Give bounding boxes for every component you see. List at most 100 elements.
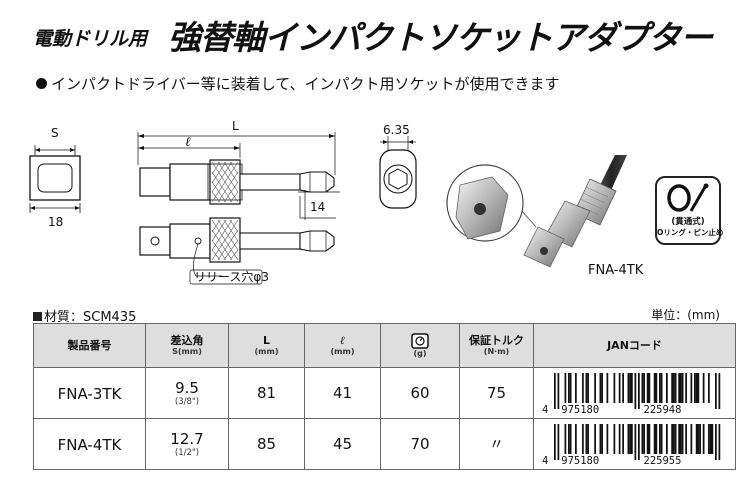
barcode-bar xyxy=(655,424,657,454)
material-label: 材質：SCM435 xyxy=(33,306,136,325)
barcode-bar xyxy=(718,373,720,409)
header-weight: (g) xyxy=(380,323,460,368)
barcode-bar xyxy=(613,373,615,403)
barcode-bar xyxy=(674,373,676,403)
barcode-digits: 225955 xyxy=(643,455,681,466)
barcode-bar xyxy=(642,373,645,403)
barcode-bar xyxy=(630,424,633,454)
barcode-bar xyxy=(679,424,682,454)
barcode-bar xyxy=(646,424,648,454)
barcode-bar xyxy=(655,373,657,403)
barcode-bar xyxy=(648,373,650,403)
barcode-bar xyxy=(606,424,608,454)
product-photo xyxy=(446,155,627,268)
cell-L: 81 xyxy=(228,367,305,419)
header-torque: 保証トルク(N·m) xyxy=(459,323,534,368)
barcode-bar xyxy=(621,424,624,454)
barcode-bar xyxy=(557,424,559,460)
hex-end-view: 6.35 xyxy=(379,123,417,209)
barcode-bar xyxy=(665,424,668,454)
barcode-bar xyxy=(634,373,636,409)
title-area: 電動ドリル用 強替軸インパクトソケットアダプター xyxy=(0,0,750,58)
barcode-bar xyxy=(564,424,566,454)
cell-model: FNA-4TK xyxy=(33,418,146,470)
barcode-bar xyxy=(697,424,699,454)
barcode-bar xyxy=(693,373,696,403)
bullet-icon xyxy=(36,78,47,89)
barcode-digits: 975180 xyxy=(561,404,599,415)
cell-weight: 60 xyxy=(380,367,460,419)
length-dimensions: L ℓ xyxy=(137,119,336,175)
barcode-bar xyxy=(646,373,648,403)
barcode-bar xyxy=(581,424,584,454)
barcode-bar xyxy=(658,373,661,403)
barcode-digits: 4 xyxy=(542,455,548,466)
cell-drive: 9.5(3/8") xyxy=(145,367,229,419)
barcode-bar xyxy=(702,424,704,454)
barcode-bar xyxy=(613,424,615,454)
barcode-bar xyxy=(628,424,631,454)
cell-jan: 4 975180 225955 xyxy=(533,418,736,470)
side-view-top: 14 xyxy=(139,159,340,220)
barcode-bar xyxy=(677,373,680,403)
title-subtitle: 電動ドリル用 xyxy=(33,28,148,50)
barcode-bar xyxy=(684,373,687,403)
barcode-bar xyxy=(567,373,570,403)
barcode-digits: 975180 xyxy=(561,455,599,466)
barcode-bar xyxy=(718,424,720,460)
cell-drive: 12.7(1/2") xyxy=(145,418,229,470)
barcode-bar xyxy=(593,373,596,403)
barcode-bar xyxy=(599,424,601,454)
o-ring-pin-icon xyxy=(667,183,709,212)
barcode-bar xyxy=(648,424,650,454)
header-l: ℓ(mm) xyxy=(304,323,381,368)
barcode-bar xyxy=(677,424,680,454)
barcode-bar xyxy=(618,424,620,454)
barcode-bar xyxy=(679,373,682,403)
dim-L-label: L xyxy=(232,119,239,133)
title-main: 強替軸インパクトソケットアダプター xyxy=(168,18,713,57)
dim-635-label: 6.35 xyxy=(383,123,410,137)
barcode-bar xyxy=(606,373,608,403)
barcode-bar xyxy=(672,424,675,454)
barcode-bar xyxy=(569,373,571,403)
barcode-bar xyxy=(585,373,587,403)
barcode-bar xyxy=(714,373,717,409)
barcode-bar xyxy=(681,373,683,403)
barcode-bar xyxy=(641,373,643,403)
barcode-bar xyxy=(581,373,584,403)
cell-torque: 〃 xyxy=(459,418,534,470)
header-model: 製品番号 xyxy=(33,323,146,368)
unit-label: 単位：(mm) xyxy=(651,308,720,322)
barcode-bar xyxy=(585,424,587,454)
barcode-bar xyxy=(670,373,673,403)
badge-line1: (貫通式) xyxy=(671,217,705,227)
barcode-bar xyxy=(553,373,556,409)
dim-18-label: 18 xyxy=(48,215,63,229)
barcode-bar xyxy=(709,424,711,454)
barcode-bar xyxy=(564,373,566,403)
barcode-bar xyxy=(674,424,676,454)
barcode-bar xyxy=(553,424,556,460)
dim-s-label: S xyxy=(51,126,59,140)
cell-weight: 70 xyxy=(380,418,460,470)
header-L: L(mm) xyxy=(228,323,305,368)
cell-l: 41 xyxy=(304,367,381,419)
barcode-bar xyxy=(634,424,636,460)
cell-torque: 75 xyxy=(459,367,534,419)
barcode-bar xyxy=(660,424,662,454)
barcode-bar xyxy=(569,424,571,454)
barcode-bar xyxy=(627,424,629,454)
barcode-bar xyxy=(628,373,631,403)
barcode-bar xyxy=(599,373,601,403)
barcode-bar xyxy=(711,424,713,454)
barcode-bar xyxy=(557,373,559,409)
barcode-bar xyxy=(681,424,683,454)
barcode-bar xyxy=(695,424,697,454)
